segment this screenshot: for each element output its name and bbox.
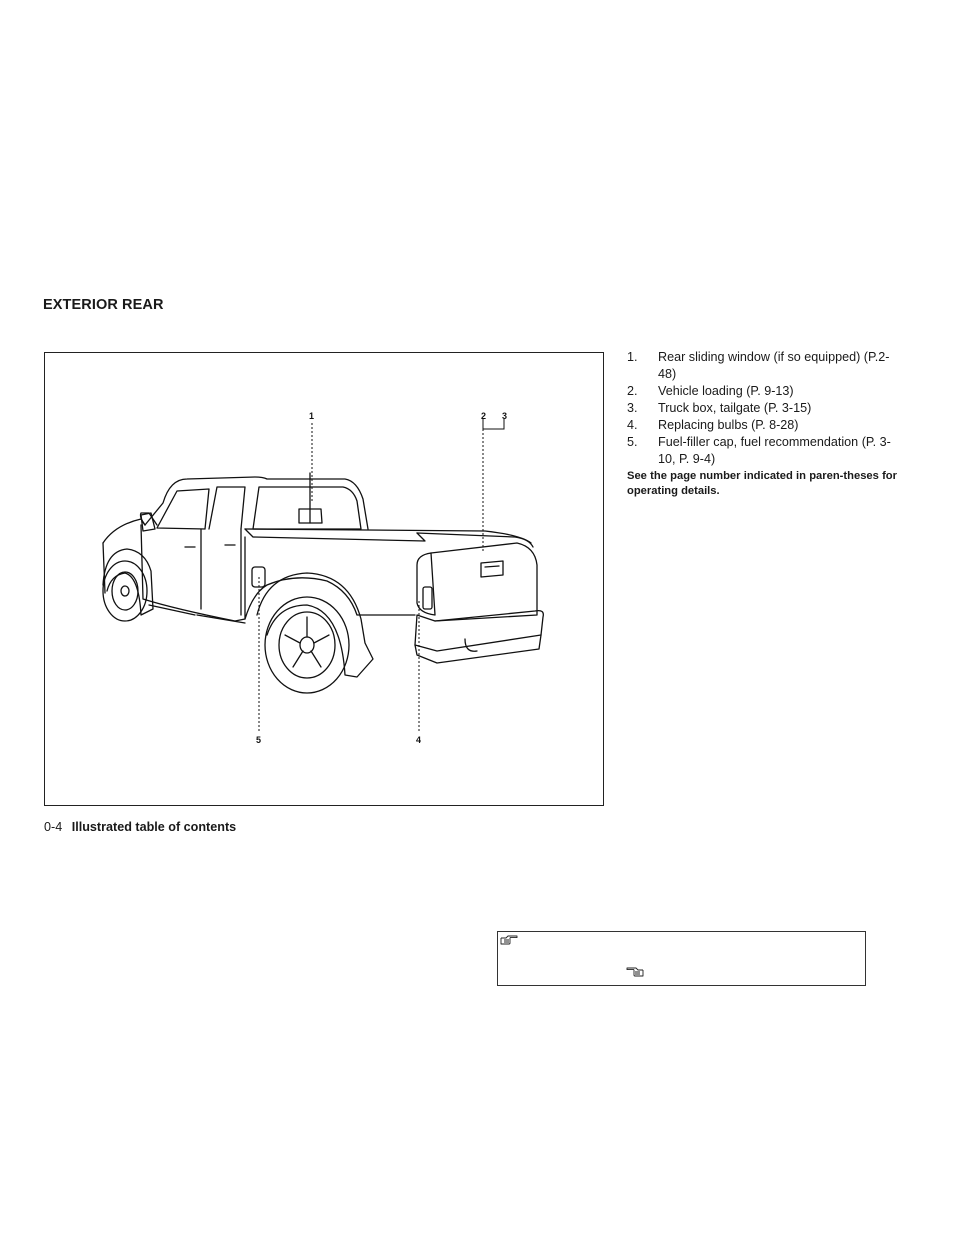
legend-box (497, 931, 866, 986)
pickup-truck-drawing (102, 472, 544, 694)
pointing-hand-icon (500, 935, 518, 945)
callout-1: 1 (309, 411, 314, 421)
list-item: 4. Replacing bulbs (P. 8-28) (627, 417, 899, 434)
item-text: Truck box, tailgate (P. 3-15) (658, 401, 812, 415)
callout-5: 5 (256, 735, 261, 745)
item-number: 3. (627, 401, 638, 415)
list-item: 5. Fuel-filler cap, fuel recommendation … (627, 434, 899, 468)
chapter-title: Illustrated table of contents (71, 820, 237, 834)
callout-2: 2 (481, 411, 486, 421)
page-number: 0-4 (44, 820, 63, 834)
page-footer: 0-4 Illustrated table of contents (44, 820, 236, 834)
list-item: 2. Vehicle loading (P. 9-13) (627, 383, 899, 400)
item-text: Fuel-filler cap, fuel recommendation (P.… (658, 435, 891, 466)
callout-3: 3 (502, 411, 507, 421)
callout-bracket-2-3 (482, 419, 505, 430)
item-number: 4. (627, 418, 638, 432)
item-text: Rear sliding window (if so equipped) (P.… (658, 350, 890, 381)
item-number: 2. (627, 384, 638, 398)
list-item: 1. Rear sliding window (if so equipped) … (627, 349, 899, 383)
truck-rear-illustration: 1 2 3 4 5 (44, 352, 604, 806)
list-item: 3. Truck box, tailgate (P. 3-15) (627, 400, 899, 417)
item-number: 5. (627, 435, 638, 449)
callout-4: 4 (416, 735, 421, 745)
section-title: EXTERIOR REAR (43, 297, 164, 313)
reference-list: 1. Rear sliding window (if so equipped) … (627, 349, 899, 468)
item-text: Replacing bulbs (P. 8-28) (658, 418, 799, 432)
pointing-hand-icon (626, 967, 644, 977)
item-number: 1. (627, 350, 638, 364)
page-reference-note: See the page number indicated in paren-t… (627, 470, 897, 497)
item-text: Vehicle loading (P. 9-13) (658, 384, 794, 398)
